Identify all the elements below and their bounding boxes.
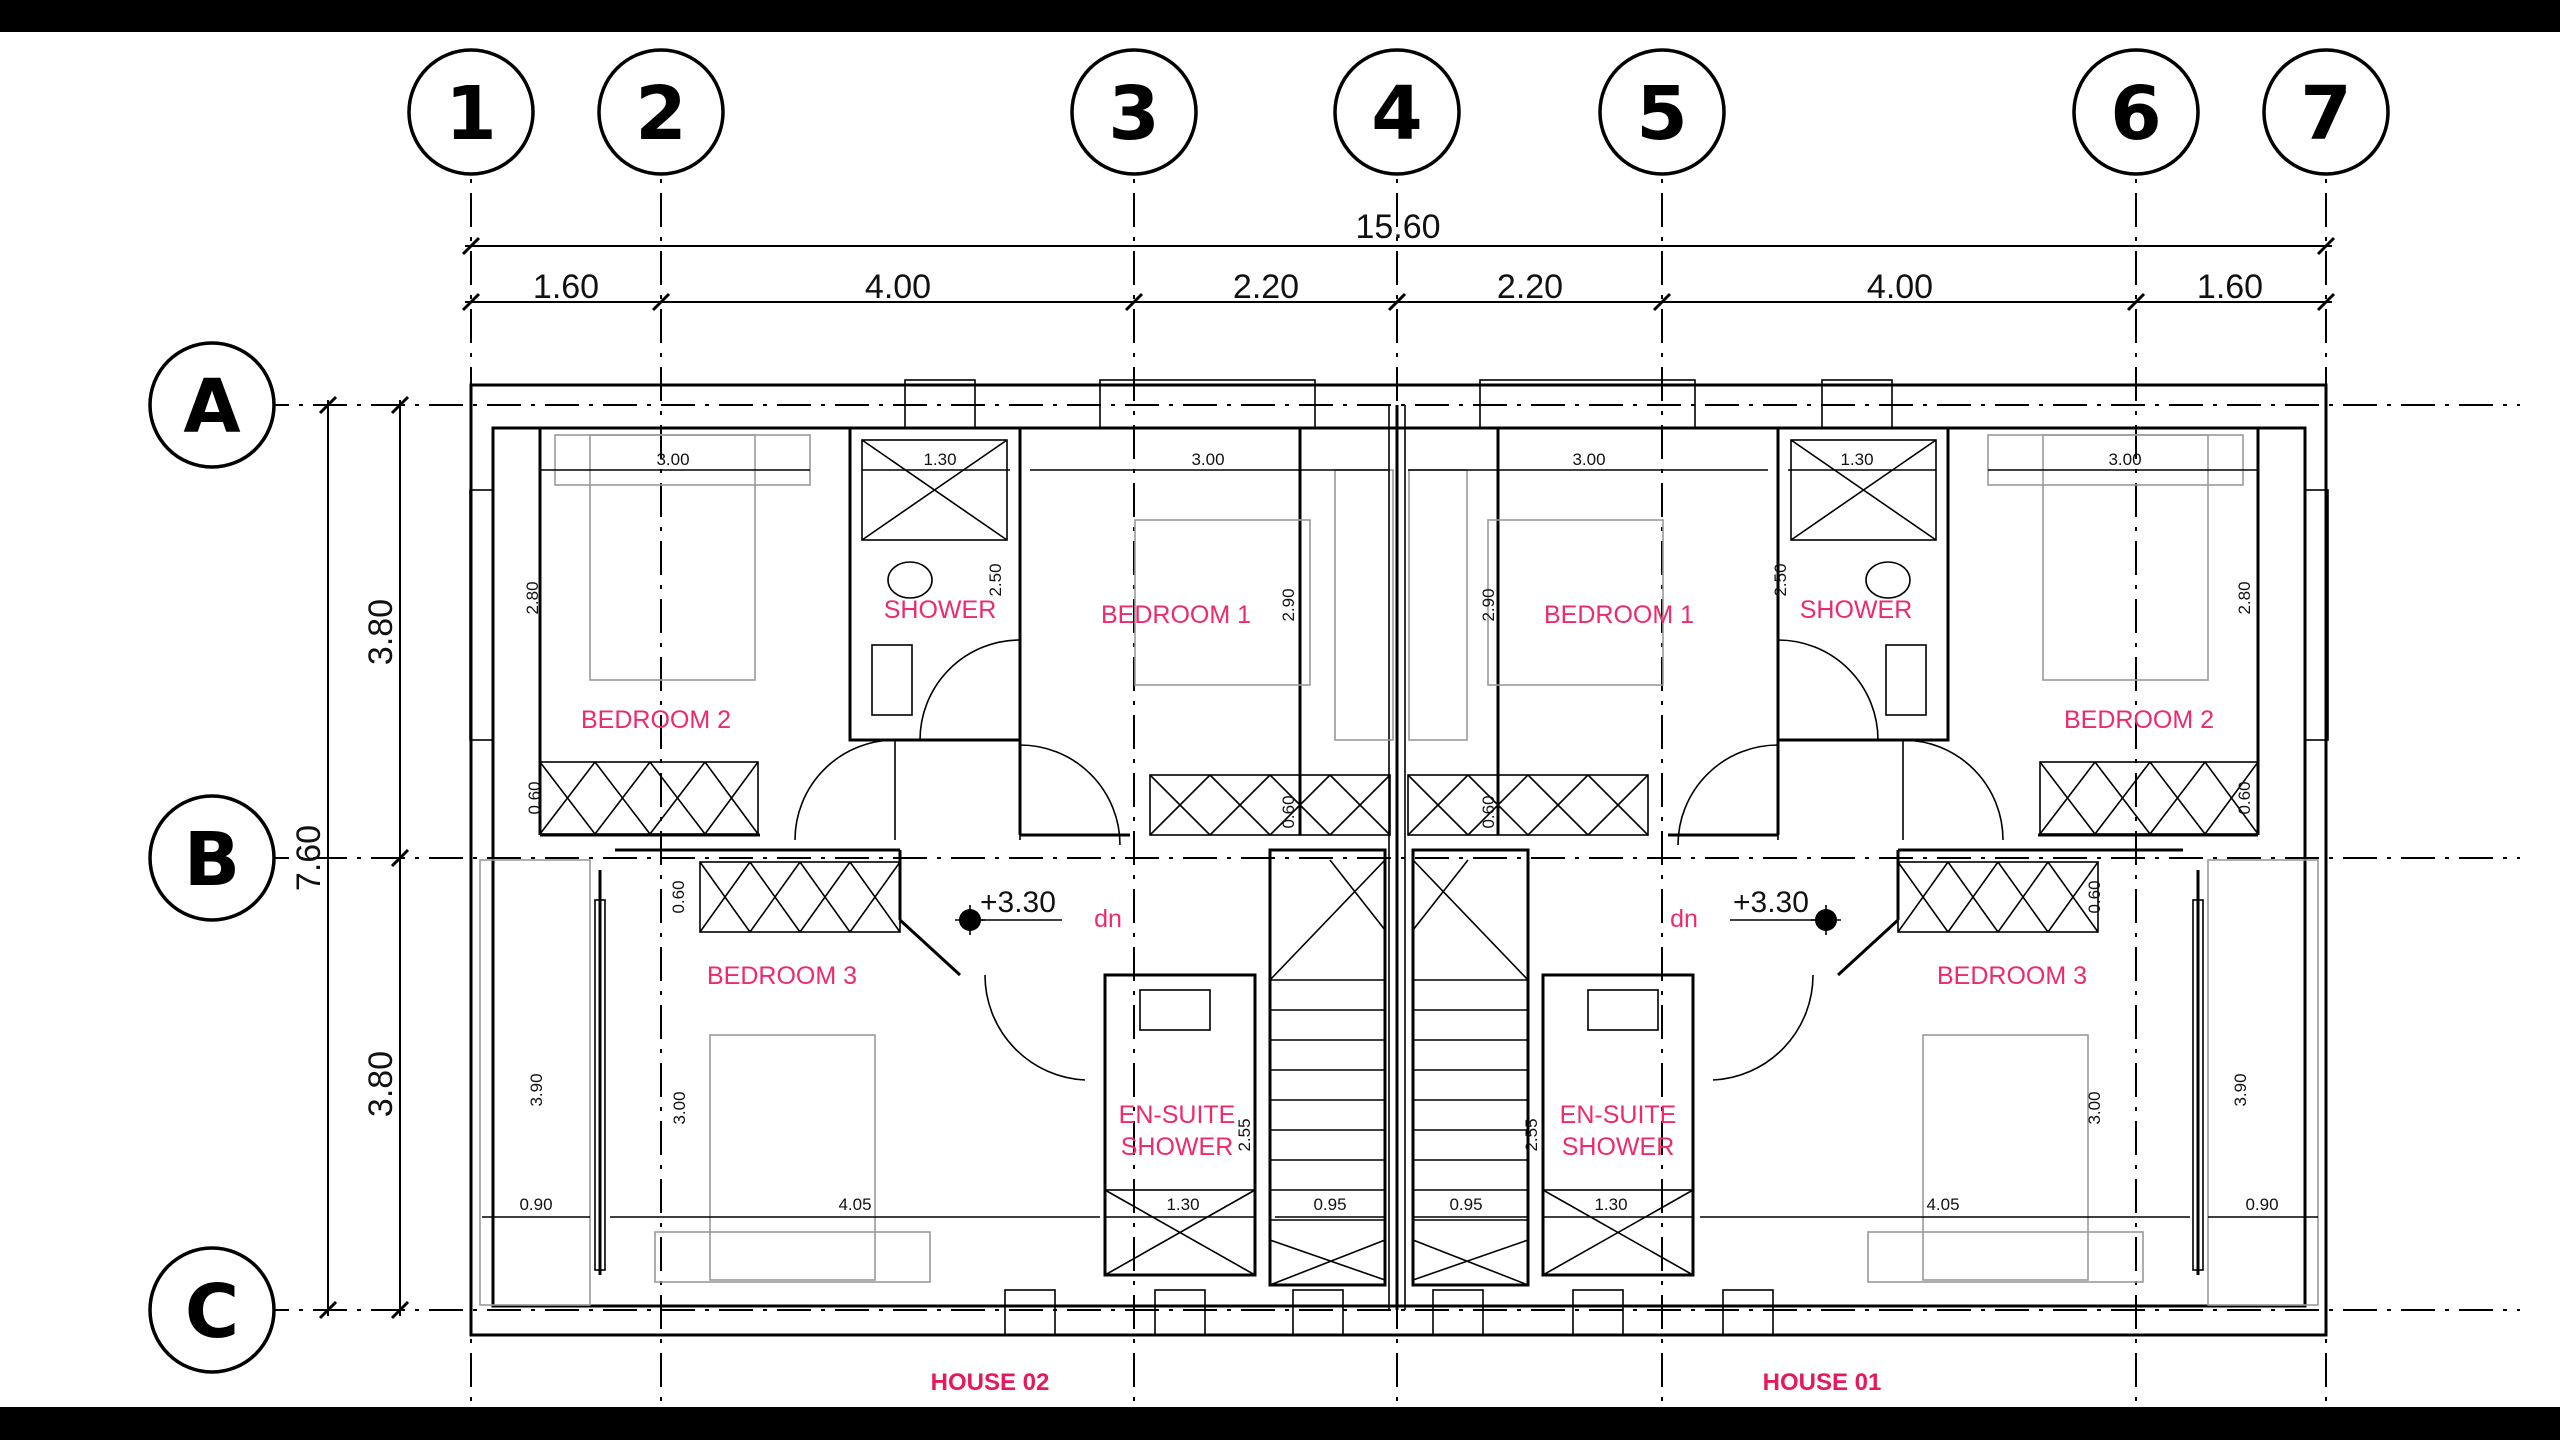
left-dimension-chains: 7.60 3.80 3.80 (290, 395, 410, 1320)
house-label-01: HOUSE 01 (1763, 1369, 1882, 1396)
svg-text:3.00: 3.00 (670, 1091, 689, 1124)
svg-text:3.00: 3.00 (2108, 450, 2141, 469)
row-bubbles: A B C (148, 341, 276, 1374)
room-label-bedroom-1-right: BEDROOM 1 (1544, 601, 1694, 629)
room-label-bedroom-2-right: BEDROOM 2 (2064, 706, 2214, 734)
svg-text:4.05: 4.05 (1926, 1195, 1959, 1214)
stairs (1269, 849, 1529, 1286)
grid-bubble-A: A (148, 341, 276, 469)
room-label-ensuite-right-line1: EN-SUITE (1560, 1101, 1677, 1129)
row-grid-lines (255, 404, 2520, 1311)
level-right: +3.30 (1733, 886, 1809, 919)
grid-bubble-6: 6 (2072, 48, 2200, 176)
svg-text:2.55: 2.55 (1235, 1118, 1254, 1151)
house-labels: HOUSE 02 HOUSE 01 (931, 1369, 1882, 1396)
stair-dn-right: dn (1670, 905, 1698, 933)
grid-bubble-5: 5 (1598, 48, 1726, 176)
room-label-bedroom-3-left: BEDROOM 3 (707, 962, 857, 990)
svg-text:0.60: 0.60 (669, 880, 688, 913)
svg-text:A: A (183, 364, 240, 450)
svg-text:2.90: 2.90 (1279, 588, 1298, 621)
room-labels: BEDROOM 2 SHOWER BEDROOM 1 BEDROOM 3 EN-… (581, 596, 2214, 1161)
column-bubbles: 1 2 3 4 5 6 7 (407, 48, 2390, 176)
bay-dim-3-4: 2.20 (1233, 268, 1299, 306)
grid-bubble-3: 3 (1070, 48, 1198, 176)
svg-text:4: 4 (1371, 71, 1423, 157)
svg-text:5: 5 (1636, 71, 1688, 157)
level-markers: +3.30 dn +3.30 dn (955, 886, 1841, 935)
svg-text:2.90: 2.90 (1479, 588, 1498, 621)
windows (469, 379, 2329, 1336)
svg-text:2.55: 2.55 (1522, 1118, 1541, 1151)
row-dim-a-b: 3.80 (362, 599, 400, 665)
grid-bubble-7: 7 (2262, 48, 2390, 176)
house-label-02: HOUSE 02 (931, 1369, 1050, 1396)
room-label-ensuite-left-line2: SHOWER (1121, 1133, 1234, 1161)
room-label-ensuite-left-line1: EN-SUITE (1119, 1101, 1236, 1129)
svg-text:3: 3 (1108, 71, 1160, 157)
bay-dim-2-3: 4.00 (865, 268, 931, 306)
svg-text:B: B (184, 817, 240, 903)
grid-bubble-1: 1 (407, 48, 535, 176)
building-walls (469, 383, 2328, 1337)
svg-text:3.00: 3.00 (1191, 450, 1224, 469)
overall-depth-dim: 7.60 (290, 825, 328, 891)
svg-text:1.30: 1.30 (1166, 1195, 1199, 1214)
room-label-bedroom-3-right: BEDROOM 3 (1937, 962, 2087, 990)
balconies (479, 859, 2319, 1306)
svg-text:2.50: 2.50 (1771, 563, 1790, 596)
svg-text:1.30: 1.30 (923, 450, 956, 469)
internal-dimensions: 3.00 1.30 3.00 3.00 1.30 3.00 2.80 2.50 … (482, 450, 2318, 1218)
svg-text:6: 6 (2110, 71, 2162, 157)
svg-text:0.60: 0.60 (2085, 880, 2104, 913)
svg-text:4.05: 4.05 (838, 1195, 871, 1214)
svg-text:0.95: 0.95 (1449, 1195, 1482, 1214)
svg-text:C: C (185, 1269, 239, 1355)
grid-bubble-C: C (148, 1246, 276, 1374)
svg-text:0.60: 0.60 (1279, 795, 1298, 828)
overall-width-dim: 15.60 (1355, 208, 1440, 246)
grid-bubble-B: B (148, 794, 276, 922)
svg-text:2.80: 2.80 (2235, 581, 2254, 614)
svg-text:3.00: 3.00 (656, 450, 689, 469)
grid-bubble-4: 4 (1333, 48, 1461, 176)
svg-text:3.00: 3.00 (1572, 450, 1605, 469)
svg-text:1.30: 1.30 (1594, 1195, 1627, 1214)
top-dimension-chains: 15.60 1.60 4.00 2.20 2.20 4.00 1.60 (461, 208, 2336, 312)
row-dim-b-c: 3.80 (362, 1051, 400, 1117)
room-label-bedroom-2-left: BEDROOM 2 (581, 706, 731, 734)
room-label-bedroom-1-left: BEDROOM 1 (1101, 601, 1251, 629)
svg-text:0.60: 0.60 (2235, 781, 2254, 814)
svg-text:0.60: 0.60 (525, 781, 544, 814)
svg-text:0.95: 0.95 (1313, 1195, 1346, 1214)
bay-dim-4-5: 2.20 (1497, 268, 1563, 306)
bathroom-fixtures (861, 439, 1937, 1276)
svg-text:0.90: 0.90 (2245, 1195, 2278, 1214)
level-left: +3.30 (980, 886, 1056, 919)
wardrobes (539, 761, 2259, 933)
room-label-ensuite-right-line2: SHOWER (1562, 1133, 1675, 1161)
svg-text:3.00: 3.00 (2085, 1091, 2104, 1124)
svg-text:3.90: 3.90 (527, 1073, 546, 1106)
bay-dim-1-2: 1.60 (533, 268, 599, 306)
svg-text:7: 7 (2300, 71, 2352, 157)
svg-text:2: 2 (635, 71, 687, 157)
svg-text:2.80: 2.80 (523, 581, 542, 614)
door-swings (794, 639, 2004, 1081)
svg-text:3.90: 3.90 (2231, 1073, 2250, 1106)
svg-text:1.30: 1.30 (1840, 450, 1873, 469)
svg-text:0.90: 0.90 (519, 1195, 552, 1214)
beds (554, 434, 2244, 1283)
svg-text:2.50: 2.50 (986, 563, 1005, 596)
svg-text:0.60: 0.60 (1479, 795, 1498, 828)
bay-dim-5-6: 4.00 (1867, 268, 1933, 306)
svg-text:1: 1 (445, 71, 497, 157)
drawing-sheet (0, 32, 2560, 1407)
stair-dn-left: dn (1094, 905, 1122, 933)
room-label-shower-left: SHOWER (884, 596, 997, 624)
bay-dim-6-7: 1.60 (2197, 268, 2263, 306)
grid-bubble-2: 2 (597, 48, 725, 176)
room-label-shower-right: SHOWER (1800, 596, 1913, 624)
